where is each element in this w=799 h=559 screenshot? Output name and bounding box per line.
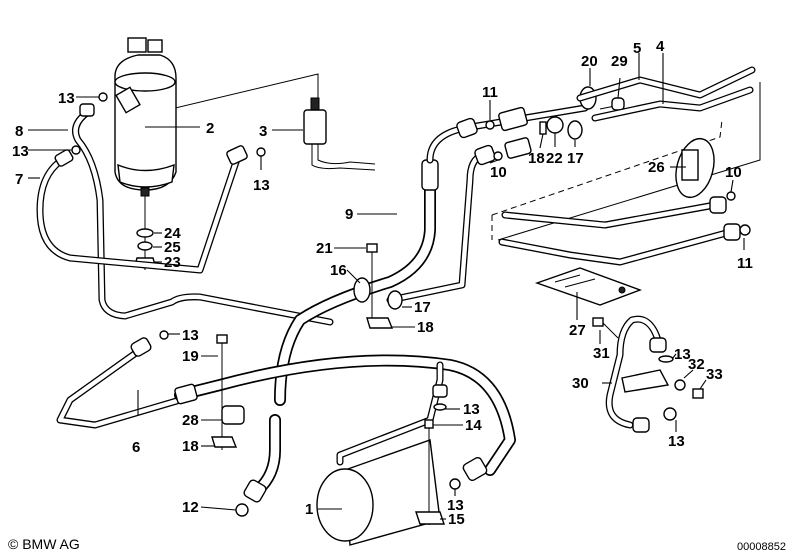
callout-19[interactable]: 19 bbox=[182, 348, 199, 365]
callout-30[interactable]: 30 bbox=[572, 375, 589, 392]
line-right-upper[interactable] bbox=[501, 196, 727, 229]
callout-23[interactable]: 23 bbox=[164, 254, 181, 271]
callout-15[interactable]: 15 bbox=[448, 511, 465, 528]
pressure-switch[interactable] bbox=[303, 97, 376, 171]
callout-7[interactable]: 7 bbox=[15, 171, 23, 188]
callout-8[interactable]: 8 bbox=[15, 123, 23, 140]
callout-11-b[interactable]: 11 bbox=[737, 255, 753, 272]
line-30[interactable] bbox=[605, 315, 670, 433]
document-number: 00008852 bbox=[737, 541, 786, 553]
callout-13-d[interactable]: 13 bbox=[182, 327, 199, 344]
callout-16[interactable]: 16 bbox=[330, 262, 347, 279]
leader-lines bbox=[28, 53, 745, 520]
callout-32[interactable]: 32 bbox=[688, 356, 705, 373]
seal-12[interactable] bbox=[235, 503, 249, 517]
line-4[interactable] bbox=[591, 86, 754, 122]
callout-26[interactable]: 26 bbox=[648, 159, 665, 176]
callout-labels: 1 2 3 4 5 6 7 8 9 10 10 11 11 12 13 13 1… bbox=[12, 38, 753, 528]
screw-14[interactable] bbox=[424, 419, 434, 525]
callout-12[interactable]: 12 bbox=[182, 499, 199, 516]
callout-4[interactable]: 4 bbox=[656, 38, 665, 55]
fitting-upper[interactable] bbox=[456, 106, 528, 139]
seal-13-g[interactable] bbox=[658, 355, 674, 363]
screw-29[interactable] bbox=[599, 97, 625, 111]
line-right-lower[interactable] bbox=[498, 223, 741, 266]
callout-10-b[interactable]: 10 bbox=[725, 164, 742, 181]
callout-9[interactable]: 9 bbox=[345, 206, 353, 223]
callout-13-c[interactable]: 13 bbox=[253, 177, 270, 194]
callout-28[interactable]: 28 bbox=[182, 412, 199, 429]
callout-18-c[interactable]: 18 bbox=[182, 438, 199, 455]
label-27[interactable] bbox=[534, 267, 643, 306]
seal-13-b[interactable] bbox=[71, 145, 81, 155]
callout-11-a[interactable]: 11 bbox=[482, 84, 498, 101]
callout-18-b[interactable]: 18 bbox=[417, 319, 434, 336]
callout-10-a[interactable]: 10 bbox=[490, 164, 507, 181]
hose-main[interactable] bbox=[174, 354, 516, 482]
clip-nut-15[interactable] bbox=[415, 511, 445, 525]
callout-27[interactable]: 27 bbox=[569, 322, 586, 339]
line-8[interactable] bbox=[72, 103, 334, 326]
callout-13-g[interactable]: 13 bbox=[674, 346, 691, 363]
cover-26[interactable] bbox=[670, 134, 720, 201]
callout-20[interactable]: 20 bbox=[581, 53, 598, 70]
receiver-drier[interactable] bbox=[114, 37, 177, 270]
seal-13-h[interactable] bbox=[663, 407, 677, 421]
clip-18-b[interactable] bbox=[366, 317, 394, 329]
seal-11-b[interactable] bbox=[739, 224, 751, 236]
clip-18-c[interactable] bbox=[211, 436, 238, 448]
copyright-notice: © BMW AG bbox=[8, 536, 80, 552]
callout-6[interactable]: 6 bbox=[132, 439, 140, 456]
callout-33[interactable]: 33 bbox=[706, 366, 723, 383]
callout-13-f[interactable]: 13 bbox=[447, 497, 464, 514]
seal-13-c[interactable] bbox=[256, 147, 266, 157]
clamp-22[interactable] bbox=[546, 116, 564, 134]
line-7[interactable] bbox=[36, 145, 248, 274]
callout-25[interactable]: 25 bbox=[164, 239, 181, 256]
seal-13-f[interactable] bbox=[449, 478, 461, 490]
washer-32[interactable] bbox=[674, 379, 686, 391]
callout-24[interactable]: 24 bbox=[164, 225, 181, 242]
callout-3[interactable]: 3 bbox=[259, 123, 267, 140]
callout-13-b[interactable]: 13 bbox=[12, 143, 29, 160]
callout-17-b[interactable]: 17 bbox=[567, 150, 584, 167]
callout-31[interactable]: 31 bbox=[593, 345, 610, 362]
seal-13-a[interactable] bbox=[98, 92, 108, 102]
seal-10-b[interactable] bbox=[726, 191, 736, 201]
line-6[interactable] bbox=[56, 336, 184, 429]
holder-28[interactable] bbox=[221, 405, 245, 425]
callout-21[interactable]: 21 bbox=[316, 240, 333, 257]
callout-13-e[interactable]: 13 bbox=[463, 401, 480, 418]
washer-24[interactable] bbox=[136, 228, 154, 238]
seal-13-e[interactable] bbox=[433, 403, 447, 411]
screw-31[interactable] bbox=[592, 317, 619, 339]
washer-25[interactable] bbox=[137, 241, 153, 251]
callout-22[interactable]: 22 bbox=[546, 150, 563, 167]
grommet-17-a[interactable] bbox=[387, 290, 403, 310]
screw-21[interactable] bbox=[366, 243, 378, 325]
callout-14[interactable]: 14 bbox=[465, 417, 482, 434]
seal-10-a[interactable] bbox=[493, 151, 503, 161]
callout-13-a[interactable]: 13 bbox=[58, 90, 75, 107]
grommet-17-b[interactable] bbox=[567, 120, 583, 140]
screw-19[interactable] bbox=[216, 334, 228, 450]
callout-1[interactable]: 1 bbox=[305, 501, 313, 518]
assembly-reference-lines bbox=[124, 73, 761, 241]
clip-18-a[interactable] bbox=[539, 121, 547, 135]
seal-11-a[interactable] bbox=[485, 120, 495, 130]
callout-5[interactable]: 5 bbox=[633, 40, 641, 57]
fitting-lower[interactable] bbox=[474, 137, 532, 166]
callout-29[interactable]: 29 bbox=[611, 53, 628, 70]
nut-33[interactable] bbox=[692, 388, 704, 399]
line-5[interactable] bbox=[576, 66, 756, 102]
hose-elbow[interactable] bbox=[243, 414, 281, 503]
callout-18-a[interactable]: 18 bbox=[528, 150, 545, 167]
callout-17-a[interactable]: 17 bbox=[414, 299, 431, 316]
callout-2[interactable]: 2 bbox=[206, 120, 214, 137]
clamp-16[interactable] bbox=[353, 277, 371, 303]
callout-13-h[interactable]: 13 bbox=[668, 433, 685, 450]
seal-13-d[interactable] bbox=[159, 330, 169, 340]
